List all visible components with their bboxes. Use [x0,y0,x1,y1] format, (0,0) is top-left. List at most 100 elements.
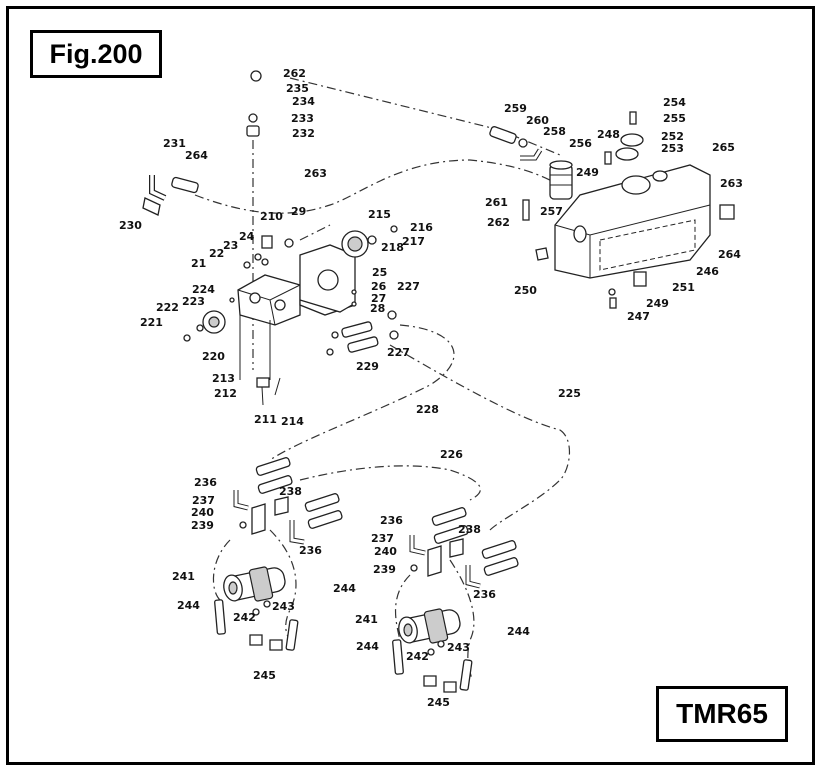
callout-21: 21 [191,257,206,270]
callout-243: 243 [447,641,470,654]
elbow-231 [142,175,199,216]
callout-221: 221 [140,316,163,329]
hose-228 [269,324,455,461]
callout-249: 249 [646,297,669,310]
hose-226 [299,465,481,501]
callout-241: 241 [172,570,195,583]
figure-label: Fig.200 [30,30,162,78]
upper-fittings [230,70,262,137]
callout-24: 24 [239,230,255,243]
callout-237: 237 [192,494,215,507]
callout-247: 247 [627,310,650,323]
callout-232: 232 [292,127,315,140]
callout-245: 245 [253,669,276,682]
callout-265: 265 [712,141,735,154]
callout-243: 243 [272,600,295,613]
callout-215: 215 [368,208,391,221]
callout-255: 255 [663,112,686,125]
callout-263: 263 [720,177,743,190]
callout-244: 244 [177,599,200,612]
callout-242: 242 [233,611,256,624]
callout-233: 233 [291,112,314,125]
callout-210: 210 [260,210,283,223]
hose-244-right-b [394,574,411,641]
callout-222: 222 [156,301,179,314]
callout-239: 239 [191,519,214,532]
callout-213: 213 [212,372,235,385]
callout-234: 234 [292,95,315,108]
hose-263-lower [194,159,561,214]
callout-239: 239 [373,563,396,576]
callout-264: 264 [718,248,741,261]
callout-226: 226 [440,448,463,461]
callout-217: 217 [402,235,425,248]
callout-224: 224 [192,283,215,296]
callout-25: 25 [372,266,387,279]
callout-244: 244 [507,625,530,638]
cylinder-group-left [214,457,343,651]
callout-216: 216 [410,221,433,234]
callout-22: 22 [209,247,224,260]
callout-211: 211 [254,413,277,426]
callout-253: 253 [661,142,684,155]
callout-29: 29 [291,205,306,218]
callout-251: 251 [672,281,695,294]
callout-28: 28 [370,302,385,315]
callout-230: 230 [119,219,142,232]
callout-214: 214 [281,415,304,428]
callout-223: 223 [182,295,205,308]
callout-220: 220 [202,350,225,363]
callout-249: 249 [576,166,599,179]
callout-236: 236 [299,544,322,557]
callout-227: 227 [397,280,420,293]
hose-225 [389,344,570,531]
callout-236: 236 [473,588,496,601]
callout-212: 212 [214,387,237,400]
callout-218: 218 [381,241,404,254]
callout-236: 236 [194,476,217,489]
pump-assembly [183,225,399,406]
callout-236: 236 [380,514,403,527]
callout-264: 264 [185,149,208,162]
callout-244: 244 [333,582,356,595]
hose-244-left-b [212,539,231,601]
callout-259: 259 [504,102,527,115]
callout-246: 246 [696,265,719,278]
callout-26: 26 [371,280,387,293]
callout-248: 248 [597,128,620,141]
callout-263: 263 [304,167,327,180]
callout-262: 262 [487,216,510,229]
callout-262: 262 [283,67,306,80]
cylinder-group-right [392,507,519,693]
callout-228: 228 [416,403,439,416]
callout-242: 242 [406,650,429,663]
callout-238: 238 [279,485,302,498]
callout-227: 227 [387,346,410,359]
callout-23: 23 [223,239,238,252]
callout-250: 250 [514,284,537,297]
callout-258: 258 [543,125,566,138]
callout-257: 257 [540,205,563,218]
callout-240: 240 [374,545,397,558]
callout-229: 229 [356,360,379,373]
model-code: TMR65 [656,686,788,742]
callout-237: 237 [371,532,394,545]
hose-return-tank [299,224,331,241]
callout-245: 245 [427,696,450,709]
hydraulic-tank [489,111,735,309]
callout-231: 231 [163,137,186,150]
callout-260: 260 [526,114,549,127]
callout-261: 261 [485,196,508,209]
callout-27: 27 [371,292,386,305]
callout-238: 238 [458,523,481,536]
callout-240: 240 [191,506,214,519]
callout-244: 244 [356,640,379,653]
callout-235: 235 [286,82,309,95]
callout-252: 252 [661,130,684,143]
callout-241: 241 [355,613,378,626]
callout-256: 256 [569,137,592,150]
callout-254: 254 [663,96,686,109]
callout-225: 225 [558,387,581,400]
